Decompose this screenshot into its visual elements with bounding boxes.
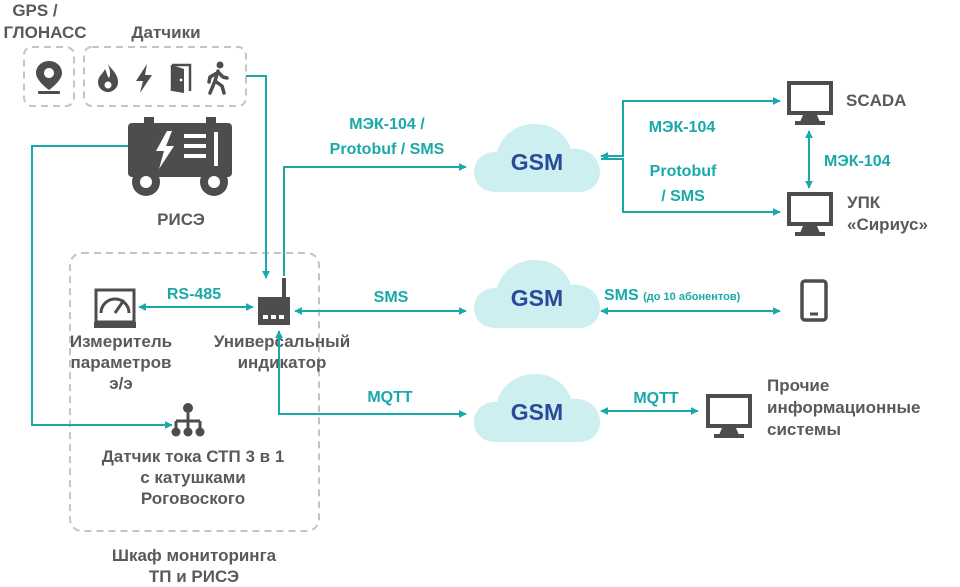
cabinet-label-line2: ТП и РИСЭ xyxy=(149,567,239,586)
rise-label: РИСЭ xyxy=(157,210,205,229)
other-systems-label-line3: системы xyxy=(767,420,841,439)
phone-icon xyxy=(800,279,828,322)
sms-phone-label-main: SMS xyxy=(604,287,639,304)
scada-label: SCADA xyxy=(846,91,906,110)
gsm-scada-label: МЭК-104 xyxy=(649,119,716,136)
scada-upk-label: МЭК-104 xyxy=(824,153,891,170)
generator-icon xyxy=(128,117,232,196)
sensors-label: Датчики xyxy=(131,23,200,42)
indicator-label-line2: индикатор xyxy=(238,353,327,372)
monitor-icon xyxy=(706,394,752,438)
meter-label-line2: параметров xyxy=(71,353,172,372)
mqtt-other-label: MQTT xyxy=(633,390,679,407)
connector-gsm-upk xyxy=(601,158,781,216)
current-sensor-label-line2: с катушками xyxy=(140,468,246,487)
upk-label-line1: УПК xyxy=(847,193,881,212)
gsm-cloud-middle: GSM xyxy=(474,260,600,328)
cabinet-label-line1: Шкаф мониторинга xyxy=(112,546,277,565)
meter-label-line1: Измеритель xyxy=(70,332,172,351)
iec-protobuf-label-line2: Protobuf / SMS xyxy=(330,141,445,158)
upk-label-line2: «Сириус» xyxy=(847,215,928,234)
gauge-icon xyxy=(94,288,136,328)
iec-protobuf-label-line1: МЭК-104 / xyxy=(349,116,425,133)
walking-person-icon xyxy=(207,61,229,95)
flame-icon xyxy=(98,64,118,92)
monitor-icon xyxy=(787,192,833,236)
rs485-label: RS-485 xyxy=(167,286,221,303)
sensors-group-box xyxy=(83,46,247,107)
sms-phone-label-note: (до 10 абонентов) xyxy=(643,291,740,303)
connector-generator-to-current-sensor xyxy=(31,145,173,429)
sms-phone-label: SMS (до 10 абонентов) xyxy=(604,287,741,304)
connector-indicator-gsm-bottom xyxy=(275,330,467,418)
gsm-label-middle: GSM xyxy=(511,285,563,311)
meter-label-line3: э/э xyxy=(109,374,133,393)
gps-label-line1: GPS / xyxy=(12,1,58,20)
door-icon xyxy=(170,63,192,93)
device-antenna-icon xyxy=(258,278,290,325)
gsm-label-top: GSM xyxy=(511,149,563,175)
location-pin-icon xyxy=(36,61,62,94)
network-tree-icon xyxy=(171,403,205,437)
other-systems-label-line2: информационные xyxy=(767,398,921,417)
gsm-upk-label-line1: Protobuf xyxy=(650,163,717,180)
gsm-upk-label-line2: / SMS xyxy=(661,188,705,205)
gsm-label-bottom: GSM xyxy=(511,399,563,425)
connector-sensors-to-indicator xyxy=(246,75,270,279)
current-sensor-label-line1: Датчик тока СТП 3 в 1 xyxy=(102,447,285,466)
gsm-cloud-bottom: GSM xyxy=(474,374,600,442)
mqtt-label: MQTT xyxy=(367,389,413,406)
gsm-cloud-top: GSM xyxy=(474,124,600,192)
sms-label: SMS xyxy=(374,289,409,306)
monitoring-cabinet-box xyxy=(69,252,320,532)
lightning-icon xyxy=(136,64,152,93)
connector-gsm-scada xyxy=(600,97,781,160)
other-systems-label-line1: Прочие xyxy=(767,376,829,395)
connector-indicator-gsm-top xyxy=(283,163,467,276)
monitor-icon xyxy=(787,81,833,125)
gps-group-box xyxy=(23,46,75,107)
current-sensor-label-line3: Роговоского xyxy=(141,489,245,508)
indicator-label-line1: Универсальный xyxy=(214,332,350,351)
gps-label-line2: ГЛОНАСС xyxy=(3,23,86,42)
